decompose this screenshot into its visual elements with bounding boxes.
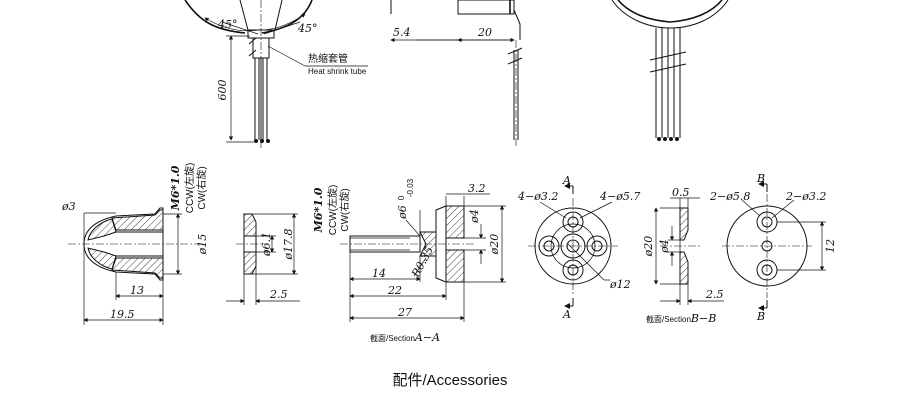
- part1-len19-5-label: 19.5: [110, 308, 135, 321]
- length-600-label: 600: [216, 80, 229, 101]
- dim-20-label: 20: [477, 26, 492, 39]
- part1-cw-label: CW(右旋): [195, 166, 208, 209]
- part2-washer: [226, 213, 300, 305]
- heat-shrink-cn-label: 热缩套管: [308, 52, 348, 65]
- heat-shrink-en-label: Heat shrink tube: [308, 67, 367, 76]
- part5-plate-section: [653, 197, 724, 305]
- part3-section-prefix: 截面/SectionA−A: [370, 331, 440, 344]
- part4-dia12-label: ø12: [609, 278, 631, 291]
- part5-section-name: B−B: [690, 312, 716, 325]
- part6-holes-large-label: 2−ø5.8: [709, 190, 750, 203]
- part4-holes-small-label: 4−ø3.2: [517, 190, 558, 203]
- part6-label-b-bottom: B: [756, 310, 765, 323]
- part5-dia4-label: ø4: [658, 239, 671, 254]
- part6-label-b-top: B: [756, 172, 765, 185]
- part6-dim12-label: 12: [824, 239, 837, 253]
- part5-dia20-label: ø20: [642, 236, 655, 258]
- part1-dia15-label: ø15: [196, 234, 209, 256]
- part1-len13-label: 13: [130, 284, 144, 297]
- part3-thread-label: M6*1.0: [312, 187, 325, 233]
- part5-len2-5-label: 2.5: [705, 288, 724, 301]
- angle-right-label: 45°: [297, 22, 318, 35]
- part1-dia3-label: ø3: [61, 200, 76, 213]
- accessories-caption: 配件/Accessories: [392, 372, 508, 389]
- dim-5-4-label: 5.4: [393, 26, 411, 39]
- part3-prop-adapter: [340, 193, 506, 322]
- part3-r0-35-label: R0.35: [409, 244, 436, 280]
- part4-plate-front: [528, 183, 618, 309]
- part4-label-a-bottom: A: [562, 308, 571, 321]
- part3-dia4-label: ø4: [468, 209, 481, 224]
- part3-dim3-2-label: 3.2: [468, 182, 486, 195]
- part3-len14-label: 14: [372, 267, 386, 280]
- top-left-motor-view: [184, 0, 368, 148]
- part6-holes-small-label: 2−ø3.2: [785, 190, 826, 203]
- angle-left-label: 45°: [217, 18, 238, 31]
- part5-dim0-5-label: 0.5: [672, 186, 690, 199]
- part6-plate-front: [722, 181, 826, 311]
- part3-cw-label: CW(右旋): [338, 188, 351, 231]
- part3-len27-label: 27: [397, 306, 412, 319]
- top-right-motor-view: [611, 0, 729, 141]
- part3-tol-zero-label: 0: [397, 195, 406, 200]
- part4-holes-large-label: 4−ø5.7: [599, 190, 640, 203]
- part5-section-prefix: 截面/SectionB−B: [646, 312, 716, 325]
- part3-ccw-label: CCW(左旋): [326, 185, 339, 236]
- part3-dia20-label: ø20: [488, 234, 501, 256]
- part1-thread-label: M6*1.0: [169, 165, 182, 211]
- part1-spinner: [68, 207, 200, 325]
- part3-dia6-label: ø6: [396, 205, 409, 220]
- part1-ccw-label: CCW(左旋): [183, 163, 196, 214]
- top-middle-side-view: [390, 0, 523, 148]
- part2-dia17-8-label: ø17.8: [282, 228, 295, 260]
- part3-len22-label: 22: [387, 284, 402, 297]
- part3-section-name: A−A: [414, 331, 440, 344]
- part4-label-a-top: A: [562, 174, 571, 187]
- part3-tol-label: -0.03: [406, 178, 415, 197]
- part2-len2-5-label: 2.5: [269, 288, 288, 301]
- part2-dia6-1-label: ø6.1: [260, 232, 273, 257]
